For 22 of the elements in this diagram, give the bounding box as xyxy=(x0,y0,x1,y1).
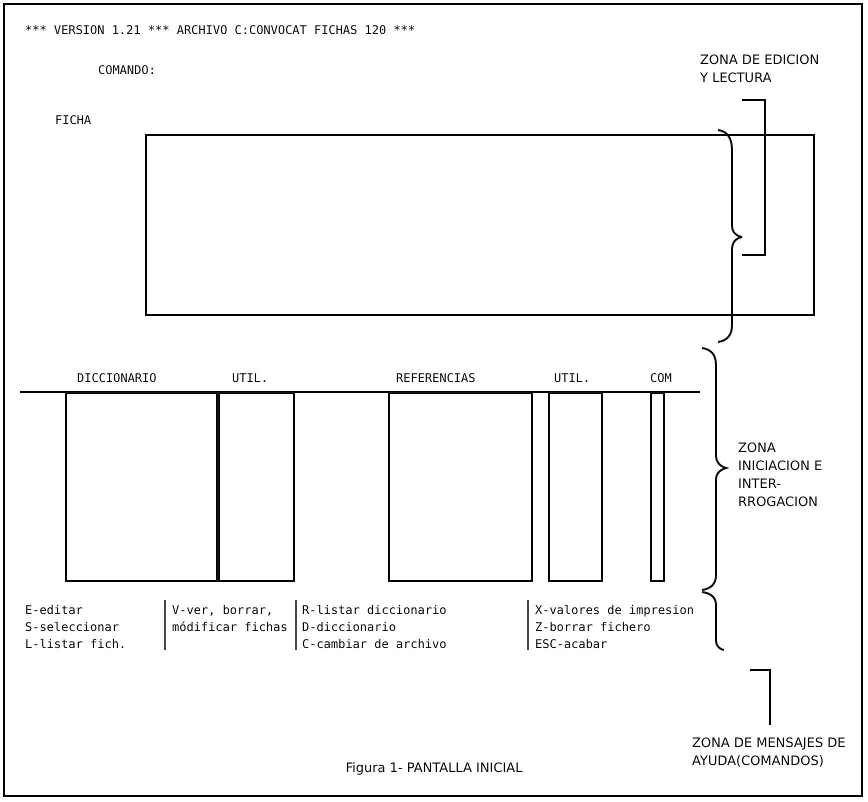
help-text: E-editar xyxy=(25,602,83,619)
help-text: Z-borrar fichero xyxy=(535,619,651,636)
zone-label: ZONA INICIACION E INTER-RROGACION xyxy=(738,440,824,512)
column-heading: REFERENCIAS xyxy=(396,370,476,387)
column-heading: COM xyxy=(650,370,672,387)
zone-label: ZONA DE MENSAJES DE AYUDA(COMANDOS) xyxy=(692,735,846,771)
help-text: X-valores de impresion xyxy=(535,602,694,619)
command-prompt: COMANDO: xyxy=(98,62,156,79)
help-text: S-seleccionar xyxy=(25,619,119,636)
column-heading: UTIL. xyxy=(554,370,590,387)
column-heading: DICCIONARIO xyxy=(77,370,156,387)
figure-caption: Figura 1- PANTALLA INICIAL xyxy=(344,760,524,778)
box-title: FICHA xyxy=(55,112,92,129)
help-text: C-cambiar de archivo xyxy=(302,636,446,653)
help-text: V-ver, borrar, módificar fichas xyxy=(172,602,289,636)
help-text: ESC-acabar xyxy=(535,636,608,653)
header-text: *** VERSION 1.21 *** ARCHIVO C:CONVOCAT FICHAS 120 *** xyxy=(25,22,416,39)
help-text: L-listar fich. xyxy=(25,636,126,653)
zone-label: ZONA DE EDICION Y LECTURA xyxy=(700,52,820,88)
help-text: R-listar diccionario xyxy=(302,602,446,619)
column-heading: UTIL. xyxy=(232,370,268,387)
help-text: D-diccionario xyxy=(302,619,396,636)
